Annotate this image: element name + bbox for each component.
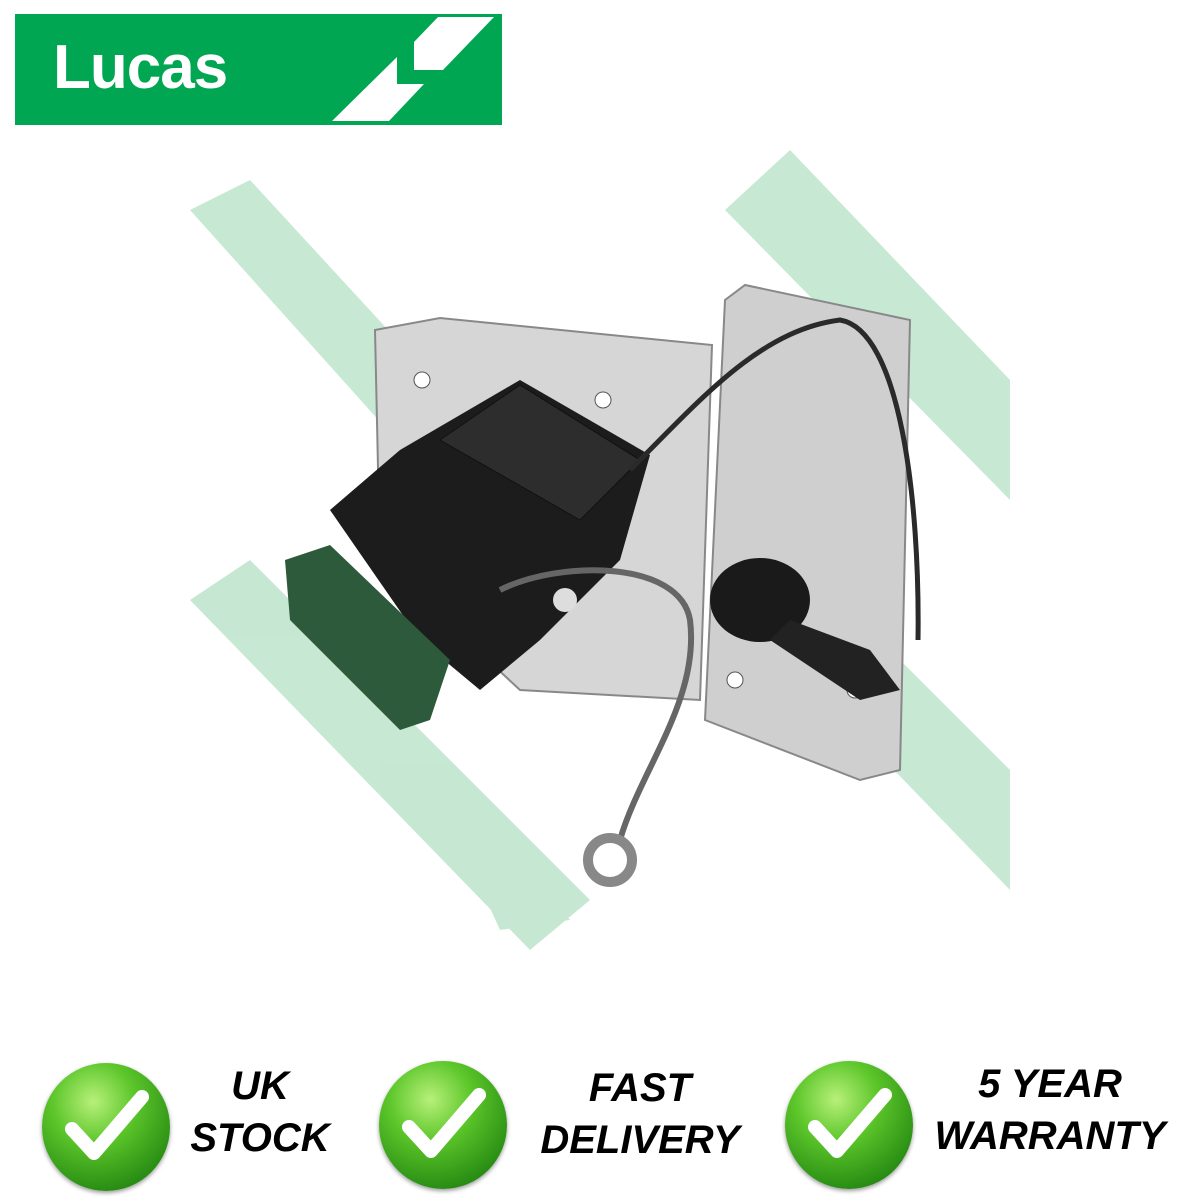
check-icon	[42, 1063, 170, 1191]
badge-5-year-warranty: 5 YEAR WARRANTY	[760, 1048, 1200, 1198]
lucas-logo: Lucas	[15, 14, 502, 125]
ignition-module-product-image	[190, 150, 1010, 950]
badge-line1: UK	[231, 1064, 289, 1108]
lucas-logo-mark-icon	[332, 17, 494, 121]
badge-line2: WARRANTY	[934, 1114, 1166, 1158]
badge-fast-delivery: FAST DELIVERY	[360, 1048, 760, 1198]
check-icon	[379, 1061, 507, 1189]
badge-line2: STOCK	[190, 1116, 330, 1160]
badge-uk-stock: UK STOCK	[0, 1048, 360, 1198]
check-icon	[785, 1061, 913, 1189]
badge-line2: DELIVERY	[540, 1118, 740, 1162]
badge-line1: 5 YEAR	[978, 1062, 1122, 1106]
logo-text: Lucas	[53, 33, 228, 102]
badge-line1: FAST	[588, 1066, 692, 1110]
